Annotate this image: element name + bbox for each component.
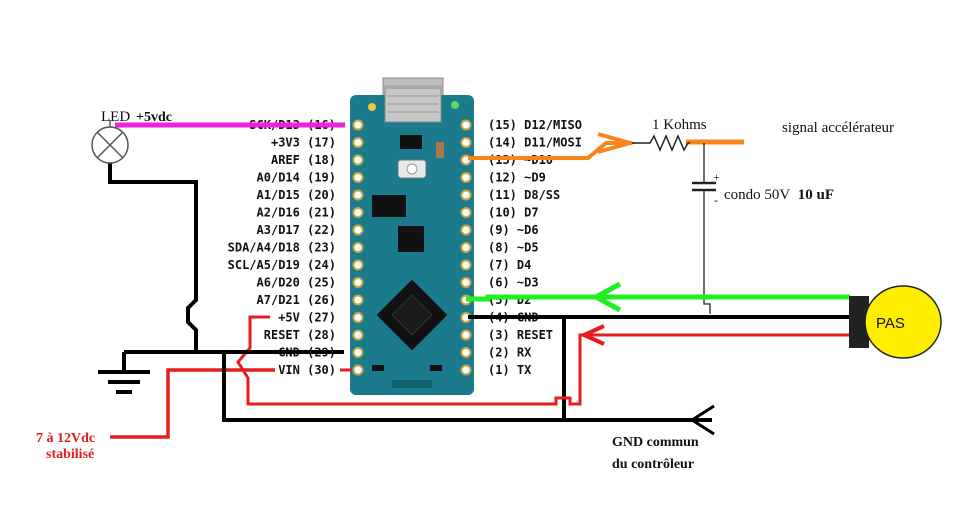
pin-hole-right <box>460 277 472 288</box>
left-pin-label: A1/D15 (20) <box>257 188 336 202</box>
pin-hole-left <box>352 364 364 376</box>
cap-minus-sign: - <box>714 193 718 207</box>
left-pin-label: SDA/A4/D18 (23) <box>228 241 336 255</box>
throttle-signal-label: signal accélérateur <box>782 120 894 136</box>
right-pin-label: (14) D11/MOSI <box>488 136 582 150</box>
pin-hole-right <box>460 242 472 253</box>
right-pin-label: (10) D7 <box>488 206 539 220</box>
left-pin-label: +3V3 (17) <box>271 136 336 150</box>
left-pin-label: VIN (30) <box>278 363 336 377</box>
pin-hole-left <box>352 189 364 201</box>
left-pin-label: A2/D16 (21) <box>257 206 336 220</box>
wire-d2-green <box>466 294 850 302</box>
supply-label-line1: 7 à 12Vdc <box>36 431 95 446</box>
pin-hole-right <box>460 137 472 148</box>
right-pin-label: (3) RESET <box>488 328 553 342</box>
pin-hole-left <box>352 119 364 131</box>
right-pin-label: (8) ~D5 <box>488 241 539 255</box>
pin-hole-left <box>352 154 364 166</box>
pin-hole-left <box>352 259 364 271</box>
right-pin-label: (7) D4 <box>488 258 531 272</box>
right-pin-label: (15) D12/MISO <box>488 118 582 132</box>
pin-hole-left <box>352 312 364 323</box>
wire-led-gnd <box>108 163 198 352</box>
pin-hole-right <box>460 119 472 131</box>
pin-hole-left <box>352 224 364 236</box>
left-pin-label: A0/D14 (19) <box>257 171 336 185</box>
pin-hole-left <box>352 207 364 218</box>
resistor-label: 1 Kohms <box>652 117 707 133</box>
gnd-common-label-line1: GND commun <box>612 435 699 450</box>
right-pin-label: (12) ~D9 <box>488 171 546 185</box>
left-pin-label: +5V (27) <box>278 311 336 325</box>
left-pin-labels: SCK/D13 (16)+3V3 (17)AREF (18)A0/D14 (19… <box>228 118 336 377</box>
cap-plus-sign: + <box>713 170 720 184</box>
pin-hole-right <box>460 224 472 236</box>
pin-hole-right <box>460 189 472 201</box>
chip-small <box>372 195 406 217</box>
arrow-green <box>590 281 622 313</box>
right-pin-label: (6) ~D3 <box>488 276 539 290</box>
wire-5v-red <box>236 315 850 406</box>
left-pin-label: AREF (18) <box>271 153 336 167</box>
pin-hole-right <box>460 329 472 341</box>
chip-regulator <box>398 226 424 252</box>
supply-label-line2: stabilisé <box>46 447 94 462</box>
pin-hole-right <box>460 207 472 218</box>
pin-hole-left <box>352 277 364 288</box>
pin-hole-left <box>352 137 364 148</box>
pas-connector <box>849 296 869 348</box>
left-pin-label: A7/D21 (26) <box>257 293 336 307</box>
pin-hole-right <box>460 364 472 376</box>
power-led <box>368 103 376 111</box>
pin-hole-right <box>460 347 472 358</box>
pin-hole-right <box>460 172 472 183</box>
led-lamp-symbol <box>91 120 129 164</box>
status-led <box>451 101 459 109</box>
right-pin-label: (1) TX <box>488 363 532 377</box>
arrow-orange <box>597 132 638 154</box>
right-pin-label: (9) ~D6 <box>488 223 539 237</box>
pin-hole-left <box>352 294 364 306</box>
pin-hole-left <box>352 347 364 358</box>
pin-hole-right <box>460 259 472 271</box>
arrow-gnd <box>689 404 715 436</box>
led-supply-label: +5vdc <box>136 110 172 125</box>
resistor-symbol <box>632 134 690 152</box>
gnd-common-label-line2: du contrôleur <box>612 457 694 472</box>
left-pin-label: RESET (28) <box>264 328 336 342</box>
pin-hole-left <box>352 329 364 341</box>
right-pin-label: (2) RX <box>488 346 532 360</box>
pas-sensor: PAS <box>849 285 942 359</box>
arduino-nano-board <box>350 77 474 395</box>
pas-body <box>864 285 942 359</box>
left-pin-label: SCL/A5/D19 (24) <box>228 258 336 272</box>
pin-hole-left <box>352 242 364 253</box>
pas-label: PAS <box>876 315 905 332</box>
ground-symbol <box>98 370 150 394</box>
usb-overlay <box>384 87 442 123</box>
left-pin-label: A6/D20 (25) <box>257 276 336 290</box>
capacitor-label: condo 50V 10 uF <box>724 187 834 203</box>
wire-cap-hop <box>703 296 711 314</box>
wire-gnd-loop <box>222 352 564 422</box>
arrow-red <box>579 324 605 346</box>
left-pin-label: A3/D17 (22) <box>257 223 336 237</box>
right-pin-label: (11) D8/SS <box>488 188 560 202</box>
led-label: LED <box>101 109 130 125</box>
wire-d10-orange <box>468 141 632 160</box>
pin-hole-left <box>352 172 364 183</box>
wire-vin-red <box>110 368 275 439</box>
